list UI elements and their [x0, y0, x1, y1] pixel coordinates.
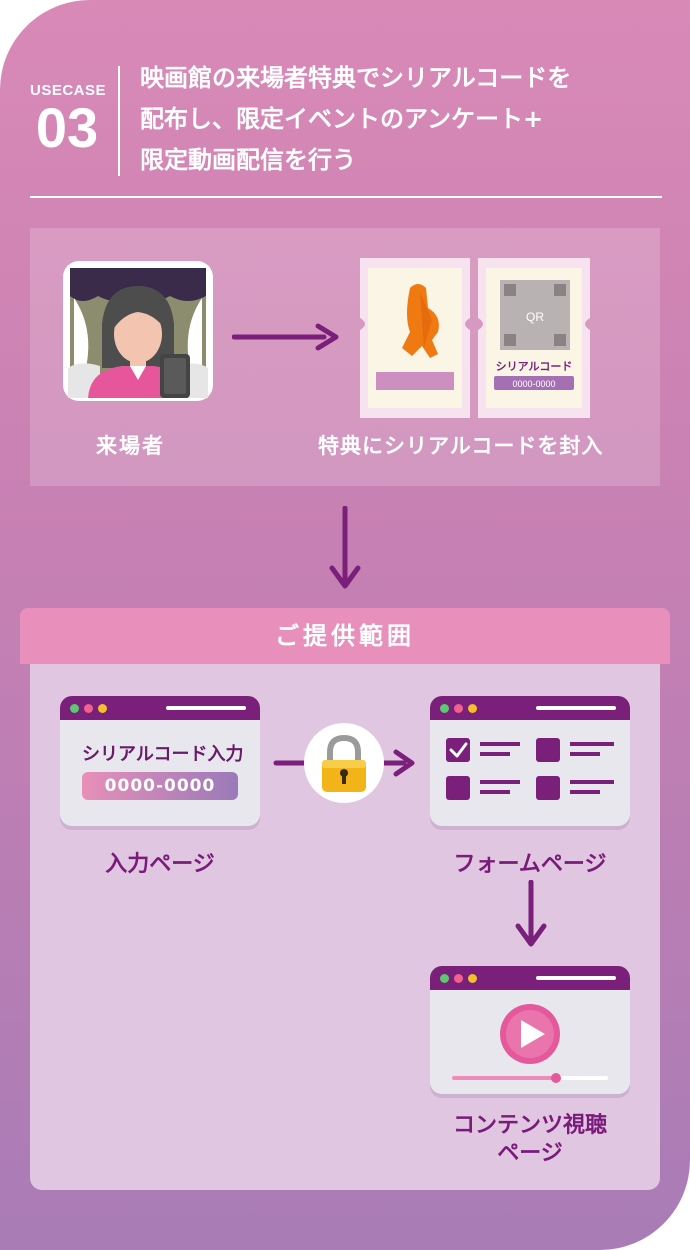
form-page-window — [430, 696, 630, 826]
window-dot — [468, 704, 477, 713]
window-dot — [454, 974, 463, 983]
checkbox-icon — [536, 776, 560, 800]
checkbox-icon — [536, 738, 560, 762]
caption-line: ページ — [497, 1141, 563, 1166]
header-rule — [30, 196, 662, 198]
title-line: 映画館の来場者特典でシリアルコードを — [140, 64, 572, 92]
lock-icon — [273, 723, 415, 803]
arrow-icon — [232, 323, 339, 351]
content-page-window — [430, 966, 630, 1094]
usecase-title: 映画館の来場者特典でシリアルコードを 配布し、限定イベントのアンケート+ 限定動… — [140, 58, 680, 181]
ticket-icon — [360, 258, 470, 418]
window-titlebar — [60, 696, 260, 720]
content-page-caption: コンテンツ視聴 ページ — [420, 1112, 640, 1168]
header-divider — [118, 66, 120, 176]
window-titlebar — [430, 966, 630, 990]
window-bar-line — [166, 706, 246, 710]
window-dot — [84, 704, 93, 713]
serial-input-label: シリアルコード入力 — [82, 744, 244, 765]
input-page-caption: 入力ページ — [105, 852, 215, 877]
window-dot — [440, 704, 449, 713]
checkbox-icon — [446, 738, 470, 762]
title-line: 限定動画配信を行う — [140, 146, 356, 174]
bonus-caption: 特典にシリアルコードを封入 — [318, 434, 604, 458]
visitor-icon — [63, 261, 213, 401]
ticket-serial-label: シリアルコード — [496, 360, 573, 373]
window-dot — [440, 974, 449, 983]
usecase-number: 03 — [35, 96, 99, 159]
serial-code-input: 0000-0000 — [82, 772, 238, 800]
window-bar-line — [536, 706, 616, 710]
ticket-code: 0000-0000 — [512, 379, 555, 389]
usecase-label: USECASE — [30, 82, 107, 99]
window-dot — [70, 704, 79, 713]
scope-header: ご提供範囲 — [20, 608, 670, 664]
checkbox-icon — [446, 776, 470, 800]
video-player — [452, 1004, 608, 1083]
window-dot — [468, 974, 477, 983]
title-line: 配布し、限定イベントのアンケート+ — [140, 105, 544, 133]
ticket-icon: QR シリアルコード 0000-0000 — [478, 258, 590, 418]
window-bar-line — [536, 976, 616, 980]
window-dot — [98, 704, 107, 713]
input-page-window: シリアルコード入力 0000-0000 — [60, 696, 260, 826]
window-dot — [454, 704, 463, 713]
arrow-icon — [515, 880, 547, 947]
caption-line: コンテンツ視聴 — [452, 1113, 607, 1138]
window-titlebar — [430, 696, 630, 720]
arrow-icon — [329, 506, 361, 589]
form-checklist — [446, 738, 614, 800]
visitor-caption: 来場者 — [96, 434, 165, 458]
form-page-caption: フォームページ — [453, 852, 607, 877]
qr-label: QR — [526, 310, 544, 324]
